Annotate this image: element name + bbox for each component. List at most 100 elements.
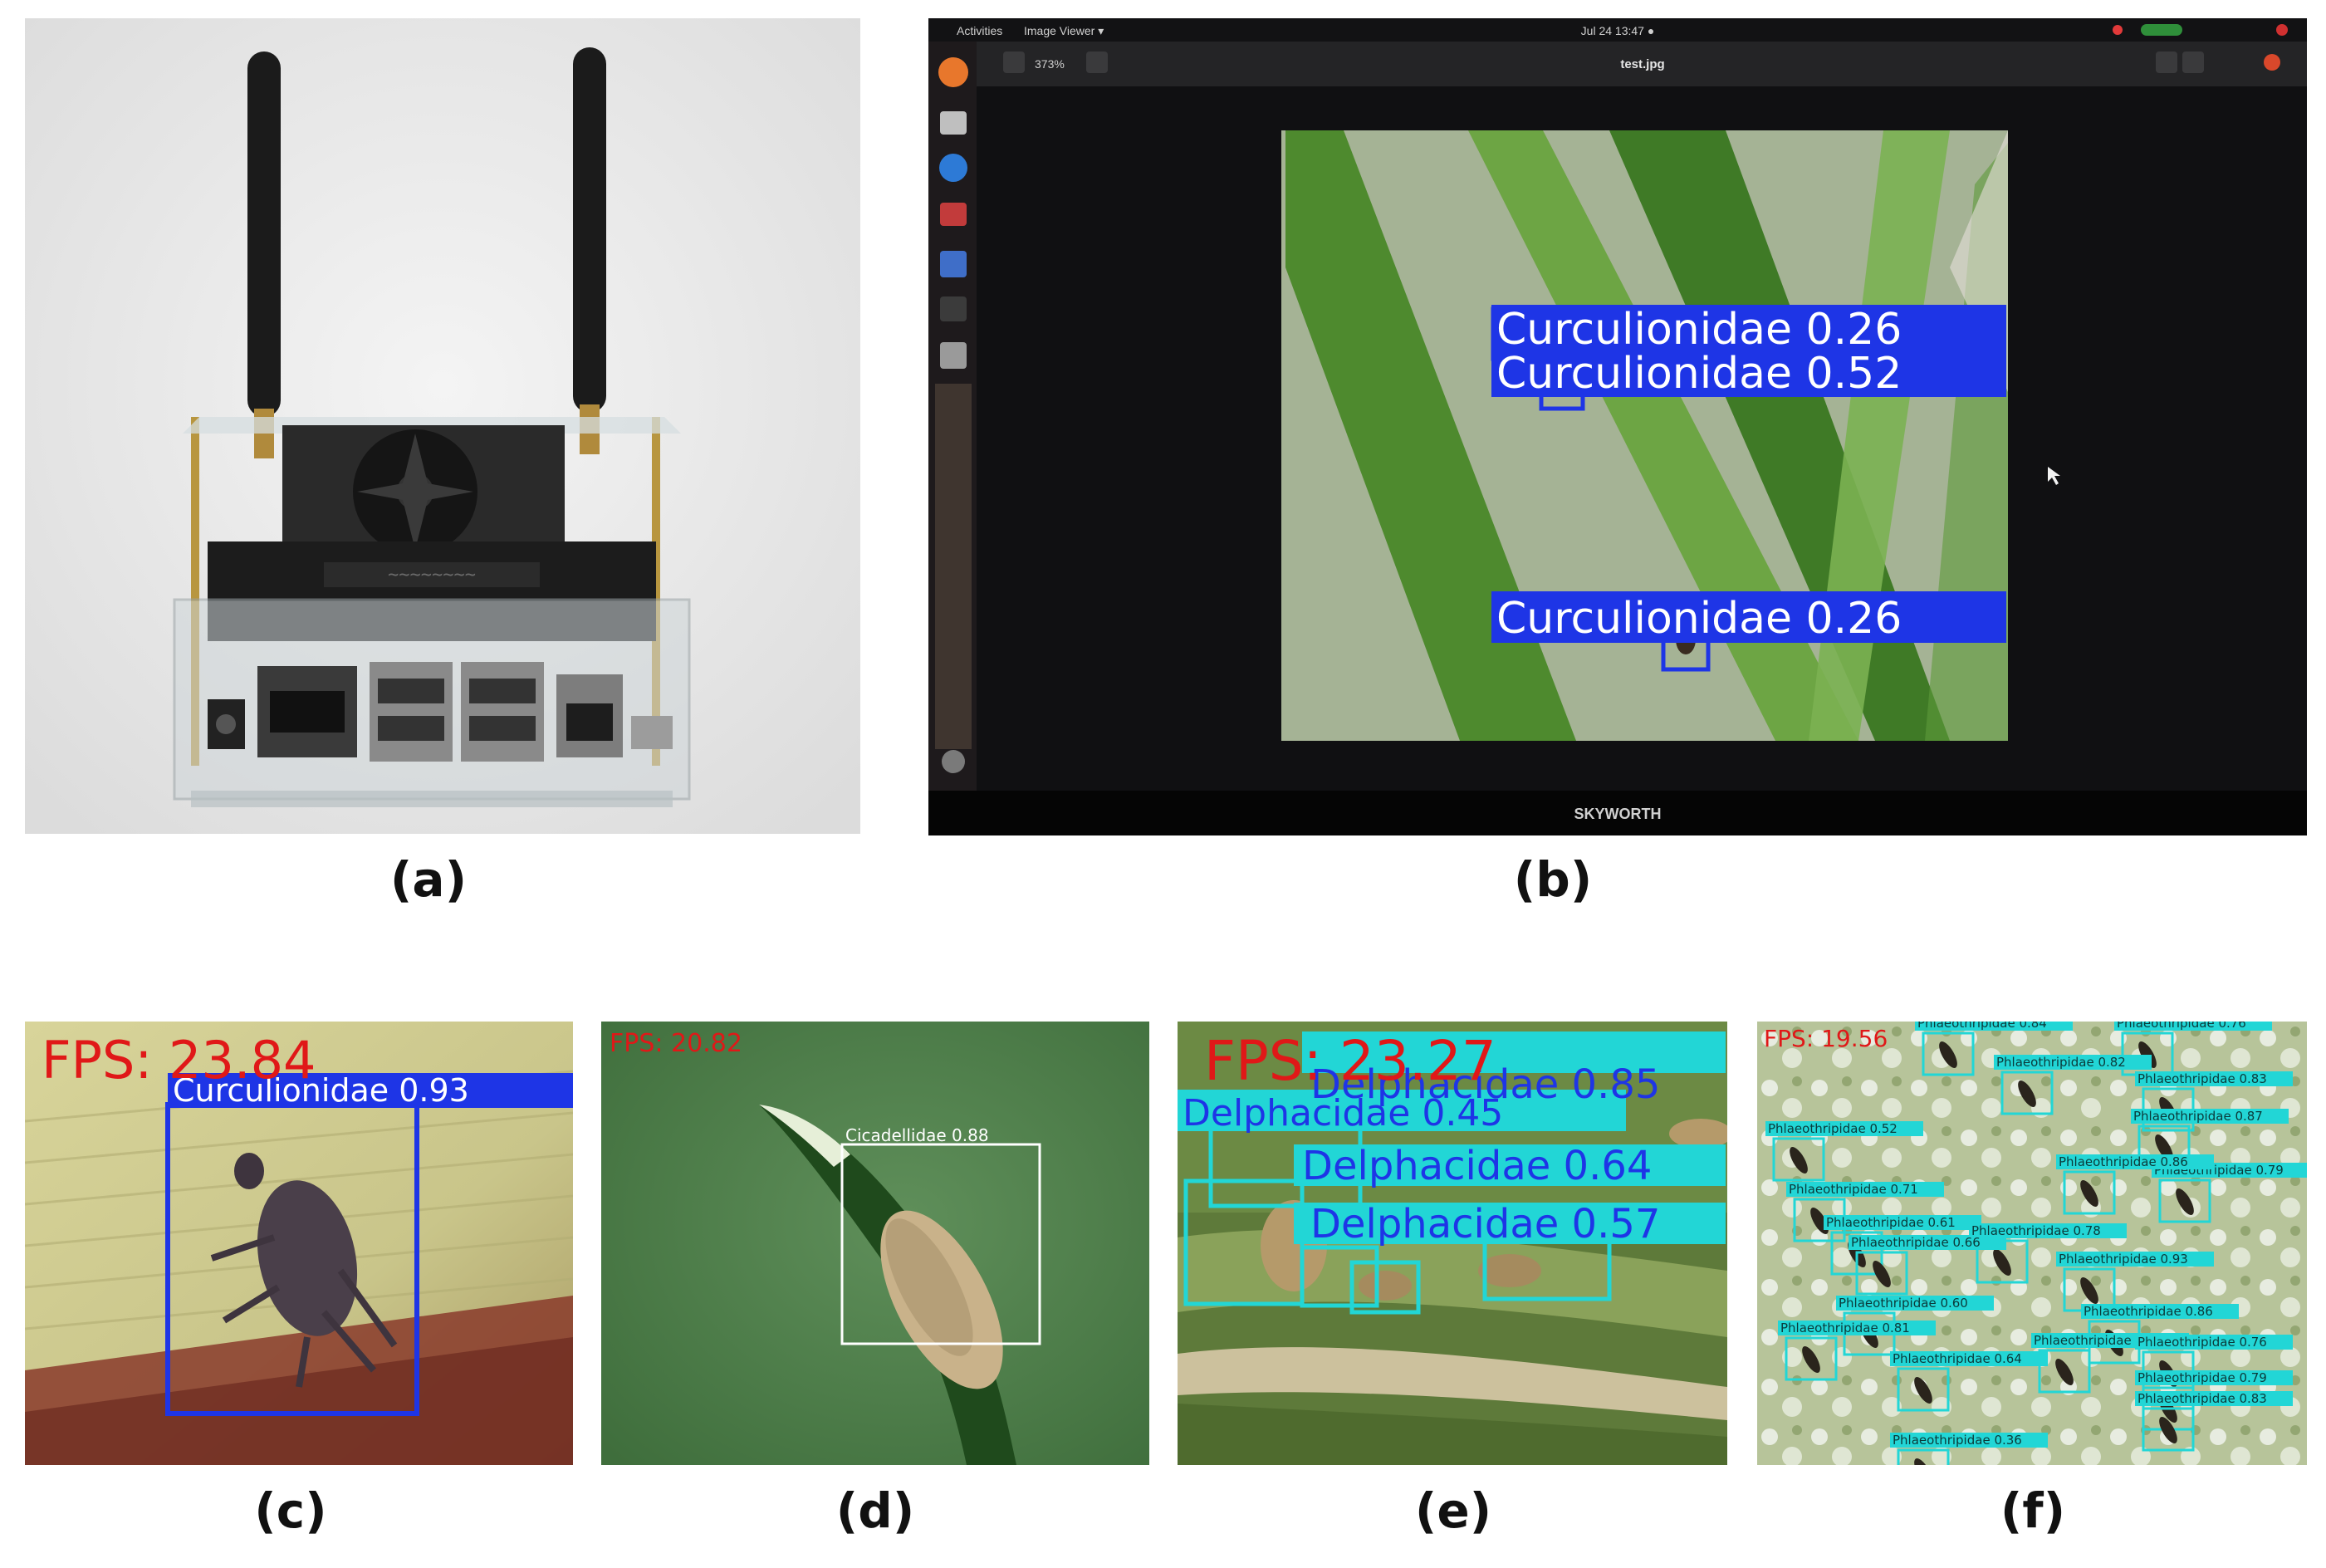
antenna-right	[573, 47, 606, 454]
detection-f-label: Phlaeothripidae 0.81	[1780, 1321, 1910, 1335]
detection-f-label: Phlaeothripidae 0.84	[1917, 1022, 2047, 1031]
detection-b-2-label: Curculionidae 0.52	[1496, 349, 1902, 399]
app-grid-icon[interactable]	[942, 750, 965, 773]
thrips-insect	[2155, 1134, 2173, 1161]
caption-c: (c)	[254, 1482, 327, 1539]
detection-f-label-bg	[2131, 1109, 2289, 1124]
thrips-insect	[2080, 1180, 2098, 1207]
clock-label: Jul 24 13:47 ●	[1581, 24, 1655, 37]
detection-f-box	[1922, 1031, 1975, 1076]
detection-f-label-bg	[1890, 1433, 2048, 1448]
help-icon[interactable]	[939, 154, 967, 182]
detection-e-box-3	[1300, 1245, 1379, 1308]
edge-device-illustration: ~~~~~~~~	[25, 18, 860, 834]
terminal-icon[interactable]	[940, 296, 967, 321]
zoom-out-icon[interactable]	[1003, 51, 1025, 73]
detection-f-label: Phlaeothripidae 0.78	[1971, 1223, 2101, 1238]
detection-f-label-bg	[1969, 1223, 2127, 1238]
detection-f-label: Phlaeothripidae 0.61	[1826, 1215, 1956, 1230]
thrips-insect	[1790, 1147, 1808, 1174]
browser-icon[interactable]	[938, 57, 968, 87]
thrips-insect	[2080, 1277, 2098, 1304]
detection-f-label: Phlaeothripidae 0.82	[1996, 1055, 2126, 1070]
text-editor-icon[interactable]	[940, 251, 967, 277]
power-icon[interactable]	[2276, 24, 2288, 36]
svg-text:~~~~~~~~: ~~~~~~~~	[388, 565, 476, 586]
thrips-insect	[1914, 1377, 1932, 1404]
caption-e: (e)	[1414, 1482, 1492, 1539]
panel-a-edge-device-photo: ~~~~~~~~	[25, 18, 860, 834]
menu-icon[interactable]	[2182, 51, 2204, 73]
detection-f-label: Phlaeothripidae 0.60	[1839, 1296, 1968, 1311]
detection-f-label-bg	[1915, 1022, 2073, 1031]
detection-f-label-bg	[2056, 1252, 2214, 1267]
caption-b: (b)	[1513, 851, 1593, 908]
detection-f-box	[1897, 1448, 1950, 1465]
detection-f-label: Phlaeothripidae 0.80	[2034, 1333, 2163, 1348]
close-window-icon[interactable]	[2264, 54, 2280, 71]
detection-d-box	[840, 1143, 1041, 1345]
fps-readout-c: FPS: 23.84	[42, 1030, 316, 1090]
app-store-icon[interactable]	[940, 203, 967, 226]
detection-f-label-bg	[1786, 1182, 1944, 1197]
app-menu-label[interactable]: Image Viewer ▾	[1024, 24, 1104, 37]
detection-f-label: Phlaeothripidae 0.76	[2137, 1335, 2267, 1350]
detection-b-1-label: Curculionidae 0.26	[1496, 305, 1902, 355]
detection-f-box	[2142, 1407, 2195, 1452]
rotate-icon[interactable]	[2156, 51, 2177, 73]
mouse-cursor-icon	[2048, 467, 2060, 485]
detection-f-label: Phlaeothripidae 0.86	[2084, 1304, 2213, 1319]
image-viewer-icon[interactable]	[940, 342, 967, 369]
fps-readout-d: FPS: 20.82	[610, 1029, 742, 1058]
monitor-bezel	[928, 791, 2307, 835]
viewer-headerbar	[953, 42, 2307, 86]
caption-a: (a)	[389, 851, 468, 908]
detection-f-label: Phlaeothripidae 0.93	[2059, 1252, 2188, 1267]
detection-f-box	[1855, 1251, 1908, 1296]
detection-f-box	[1785, 1336, 1838, 1381]
detection-f-label-bg	[1849, 1235, 2006, 1250]
thrips-insect	[2018, 1080, 2036, 1107]
monitor-brand: SKYWORTH	[1574, 806, 1662, 822]
detection-f-label-bg	[2135, 1370, 2293, 1385]
detection-d-label: Cicadellidae 0.88	[845, 1125, 989, 1145]
zoom-level[interactable]: 373%	[1035, 57, 1065, 71]
thrips-insect	[1993, 1249, 2011, 1276]
antenna-left	[247, 51, 281, 458]
thrips-insect	[2176, 1188, 2194, 1215]
caption-f: (f)	[2000, 1482, 2066, 1539]
panel-d-leafhopper-detection: Cicadellidae 0.88 FPS: 20.82	[601, 1022, 1149, 1465]
detection-f-label: Phlaeothripidae 0.79	[2137, 1370, 2267, 1385]
detection-f-label: Phlaeothripidae 0.76	[2117, 1022, 2246, 1031]
detection-f-label: Phlaeothripidae 0.52	[1768, 1121, 1898, 1136]
detection-f-label-bg	[1824, 1215, 1981, 1230]
detection-f-label-bg	[2135, 1071, 2293, 1086]
detection-f-label: Phlaeothripidae 0.87	[2133, 1109, 2263, 1124]
thrips-insect	[1873, 1261, 1891, 1287]
files-icon[interactable]	[940, 111, 967, 135]
detection-f-label: Phlaeothripidae 0.86	[2059, 1154, 2188, 1169]
desktop-topbar	[928, 18, 2307, 42]
detection-f-label-bg	[2056, 1154, 2214, 1169]
detection-f-box	[1772, 1137, 1825, 1182]
detection-f-label-bg	[1836, 1296, 1994, 1311]
detection-f-label: Phlaeothripidae 0.71	[1789, 1182, 1918, 1197]
panel-c-weevil-detection: Curculionidae 0.93 FPS: 23.84	[25, 1022, 573, 1465]
detection-b-3-label: Curculionidae 0.26	[1496, 594, 1902, 644]
detection-f-label: Phlaeothripidae 0.83	[2137, 1391, 2267, 1406]
weevil-insect	[210, 1153, 398, 1388]
detection-f-label-bg	[2081, 1304, 2239, 1319]
thrips-insect	[2055, 1359, 2074, 1385]
thrips-insect	[2159, 1417, 2177, 1443]
zoom-in-icon[interactable]	[1086, 51, 1108, 73]
panel-b-monitor-photo: Activities Image Viewer ▾ Jul 24 13:47 ●…	[928, 18, 2307, 835]
status-pill-icon	[2141, 24, 2182, 36]
activities-label[interactable]: Activities	[957, 24, 1002, 37]
detection-f-box	[2158, 1178, 2211, 1223]
record-indicator-icon	[2113, 25, 2123, 35]
detection-f-label-bg	[1778, 1321, 1936, 1335]
detection-f-label: Phlaeothripidae 0.36	[1893, 1433, 2022, 1448]
detection-e-4-label: Delphacidae 0.57	[1310, 1201, 1660, 1247]
panel-e-planthopper-detection: Delphacidae 0.85 Delphacidae 0.45 Delpha…	[1178, 1022, 1727, 1465]
detection-f-label-bg	[1890, 1351, 2048, 1366]
